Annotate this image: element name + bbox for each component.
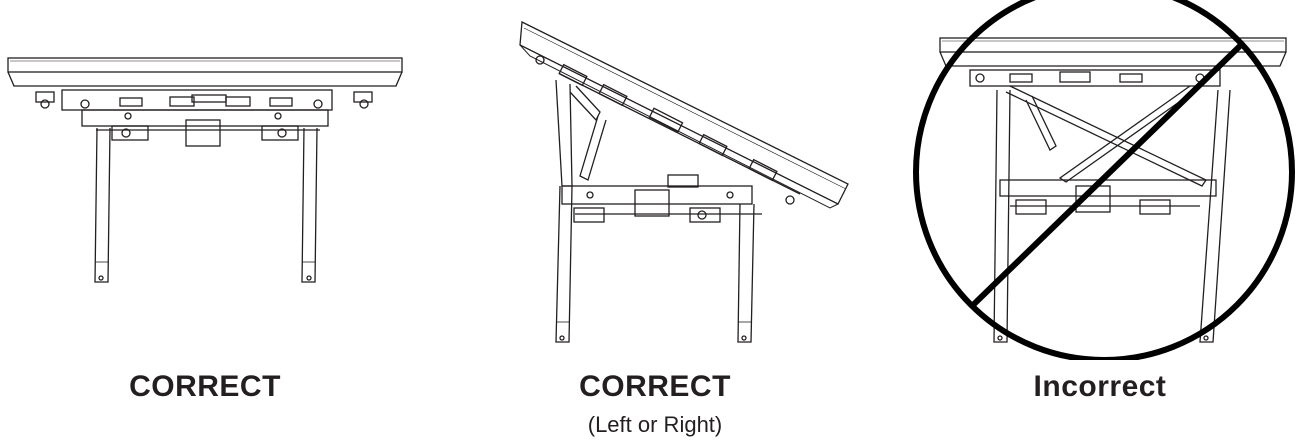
caption-incorrect: Incorrect (1033, 370, 1167, 403)
left-leg (94, 127, 111, 283)
tabletop-rim (7, 71, 403, 87)
base-frame (999, 179, 1217, 197)
motor-box (634, 189, 670, 217)
caption-note-left-or-right: (Left or Right) (587, 412, 723, 437)
left-leg (555, 185, 573, 343)
left-leg (993, 89, 1011, 343)
tabletop (7, 57, 403, 73)
diagram-correct-level (0, 0, 420, 300)
right-leg (1199, 89, 1231, 343)
tabletop (939, 37, 1287, 53)
caption-correct-tilted: CORRECT (579, 370, 731, 403)
diagram-correct-tilted (500, 0, 880, 360)
right-leg (737, 203, 755, 343)
tilted-tabletop (519, 20, 849, 209)
base-frame (561, 185, 753, 205)
table-incorrect-drawing (913, 0, 1295, 360)
caption-correct-level: CORRECT (129, 370, 281, 403)
table-tilted-drawing (519, 20, 849, 343)
diagram-incorrect (900, 0, 1299, 360)
prohibition-icon (913, 0, 1295, 360)
right-leg (301, 127, 318, 283)
table-level-drawing (7, 57, 403, 283)
motor-box (185, 119, 221, 147)
